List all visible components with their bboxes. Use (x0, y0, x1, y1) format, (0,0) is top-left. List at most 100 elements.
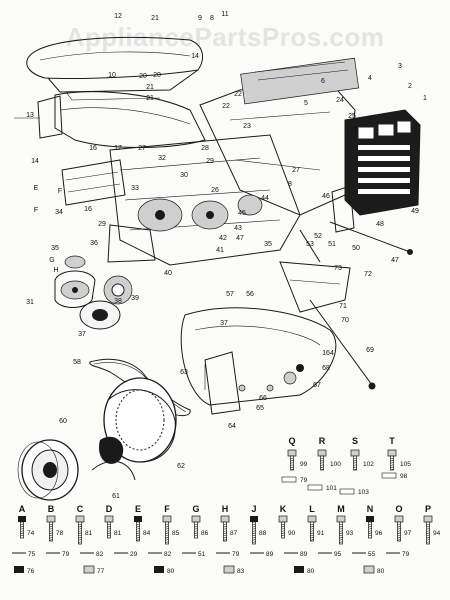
hardware-part-number: 101 (326, 485, 337, 492)
callout-label: 43 (234, 225, 242, 232)
hardware-letter: K (280, 504, 287, 514)
bolt-head-icon (307, 515, 317, 523)
hardware-part-number: 79 (300, 477, 308, 484)
callout-label: 58 (73, 359, 81, 366)
callout-label: 46 (322, 193, 330, 200)
callout-label: 68 (322, 365, 330, 372)
callout-label: 35 (264, 241, 272, 248)
hardware-letter: B (48, 504, 55, 514)
hardware-part-number: 79 (232, 551, 240, 558)
callout-label: 22 (222, 103, 230, 110)
hardware-letter: F (164, 504, 170, 514)
hardware-part-number: 77 (97, 568, 105, 575)
hardware-letter: T (389, 436, 395, 446)
hardware-part-number: 89 (266, 551, 274, 558)
hardware-part-number: 105 (400, 461, 411, 468)
callout-label: 52 (314, 233, 322, 240)
bolt-head-icon (104, 515, 114, 523)
callout-label: 8 (288, 181, 292, 188)
bolt-shank-icon (368, 521, 372, 539)
hardware-part-number: 102 (363, 461, 374, 468)
hardware-part-number: 79 (402, 551, 410, 558)
hardware-part-number: 87 (230, 530, 238, 537)
hardware-part-number: 81 (114, 530, 122, 537)
hardware-letter: J (251, 504, 256, 514)
callout-label: 50 (352, 245, 360, 252)
callout-label: 20 (139, 73, 147, 80)
bolt-head-icon (394, 515, 404, 523)
hardware-letter: R (319, 436, 326, 446)
callout-label: 26 (350, 126, 358, 133)
callout-label: 65 (256, 405, 264, 412)
callout-label: 60 (59, 418, 67, 425)
hardware-part-number: 85 (172, 530, 180, 537)
callout-label: 11 (221, 11, 228, 18)
bolt-head-icon (387, 449, 397, 457)
callout-label: 5 (304, 100, 308, 107)
hardware-part-number: 100 (330, 461, 341, 468)
hardware-part-number: 81 (85, 530, 93, 537)
nut-icon (154, 566, 164, 573)
hardware-part-number: 78 (56, 530, 64, 537)
callout-label: 63 (180, 369, 188, 376)
callout-label: 29 (98, 221, 106, 228)
callout-label: 72 (364, 271, 372, 278)
hardware-part-number: 76 (27, 568, 35, 575)
hardware-letter: N (367, 504, 374, 514)
hardware-part-number: 99 (300, 461, 308, 468)
watermark: AppliancePartsPros.com (66, 22, 385, 52)
hardware-part-number: 93 (346, 530, 354, 537)
callout-label: 28 (201, 145, 209, 152)
bolt-head-icon (423, 515, 433, 523)
callout-label: G (49, 257, 54, 264)
bolt-head-icon (366, 516, 374, 522)
hardware-part-number: 80 (307, 568, 315, 575)
callout-label: 67 (313, 382, 321, 389)
bolt-head-icon (250, 516, 258, 522)
wheel-drawing (17, 377, 177, 501)
callout-label: 42 (219, 235, 227, 242)
callout-label: 37 (78, 331, 86, 338)
callout-label: 3 (398, 63, 402, 70)
bolt-head-icon (278, 515, 288, 523)
callout-label: 57 (226, 291, 234, 298)
callout-label: F (34, 207, 38, 214)
hardware-part-number: 79 (62, 551, 70, 558)
hardware-part-number: 103 (358, 489, 369, 496)
callout-label: 31 (26, 299, 34, 306)
callout-label: 70 (341, 317, 349, 324)
hardware-letter: H (222, 504, 229, 514)
callout-label: 10 (108, 72, 116, 79)
pulleys-drawing (54, 255, 133, 330)
nut-icon (363, 565, 375, 574)
callout-label: 14 (191, 53, 199, 60)
belt-drawing (89, 358, 191, 417)
washer-icon (307, 484, 323, 491)
callout-label: 32 (158, 155, 166, 162)
hardware-part-number: 82 (96, 551, 104, 558)
callout-label: 41 (216, 247, 224, 254)
callout-label: 40 (164, 270, 172, 277)
callout-label: H (53, 267, 58, 274)
hardware-part-number: 88 (259, 530, 267, 537)
hardware-letter: C (77, 504, 84, 514)
callout-label: 26 (211, 187, 219, 194)
grille-drawing (331, 109, 421, 233)
bolt-head-icon (75, 515, 85, 523)
bolt-head-icon (134, 516, 142, 522)
nut-icon (223, 565, 235, 574)
callout-label: 2 (408, 83, 412, 90)
callout-label: 69 (366, 347, 374, 354)
callout-label: 4 (368, 75, 372, 82)
callout-label: 51 (328, 241, 336, 248)
callout-label: 21 (146, 95, 154, 102)
nut-icon (83, 565, 95, 574)
callout-label: 34 (55, 209, 63, 216)
hardware-letter: M (337, 504, 345, 514)
washer-icon (381, 472, 397, 479)
hardware-letter: L (309, 504, 315, 514)
callout-label: 64 (228, 423, 236, 430)
hardware-letter: Q (288, 436, 295, 446)
